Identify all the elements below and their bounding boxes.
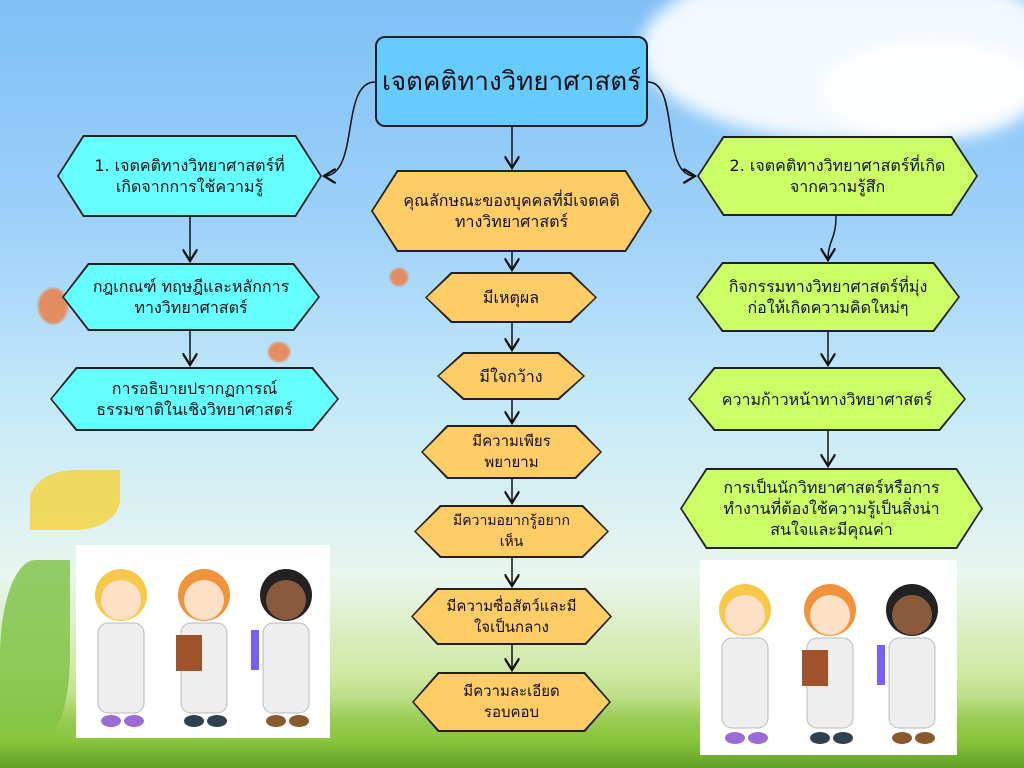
- left-node-2: กฎเกณฑ์ ทฤษฎีและหลักการทางวิทยาศาสตร์: [62, 263, 320, 331]
- right-node-1: 2. เจตคติทางวิทยาศาสตร์ที่เกิดจากความรู้…: [697, 136, 978, 216]
- left-node-3: การอธิบายปรากฏการณ์ธรรมชาติในเชิงวิทยาศา…: [50, 367, 339, 431]
- right-node-label: ความก้าวหน้าทางวิทยาศาสตร์: [721, 389, 933, 409]
- middle-node-label: มีความละเอียดรอบคอบ: [463, 682, 560, 721]
- cloud: [820, 40, 1024, 140]
- root-label: เจตคติทางวิทยาศาสตร์: [381, 67, 642, 97]
- right-node-label: 2. เจตคติทางวิทยาศาสตร์ที่เกิดจากความรู้…: [729, 156, 946, 196]
- scientist-kids-image: [700, 560, 957, 755]
- middle-node-5: มีความอยากรู้อยากเห็น: [414, 505, 609, 558]
- middle-node-3: มีใจกว้าง: [437, 352, 585, 400]
- root-node: เจตคติทางวิทยาศาสตร์: [375, 36, 648, 127]
- petal: [390, 268, 408, 286]
- left-node-label: 1. เจตคติทางวิทยาศาสตร์ที่เกิดจากการใช้ค…: [94, 156, 285, 196]
- middle-node-1: คุณลักษณะของบุคคลที่มีเจตคติทางวิทยาศาสต…: [371, 170, 652, 252]
- left-node-1: 1. เจตคติทางวิทยาศาสตร์ที่เกิดจากการใช้ค…: [57, 135, 322, 217]
- kids-illustration: [95, 569, 312, 727]
- left-node-label: กฎเกณฑ์ ทฤษฎีและหลักการทางวิทยาศาสตร์: [92, 277, 290, 317]
- left-node-label: การอธิบายปรากฏการณ์ธรรมชาติในเชิงวิทยาศา…: [96, 379, 293, 419]
- right-node-label: กิจกรรมทางวิทยาศาสตร์ที่มุ่งก่อให้เกิดคว…: [728, 277, 928, 317]
- kids-illustration: [719, 584, 938, 744]
- middle-node-4: มีความเพียรพยายาม: [421, 425, 602, 479]
- scientist-kids-image: [76, 545, 330, 738]
- middle-node-label: มีความเพียรพยายาม: [472, 432, 551, 471]
- middle-node-label: มีใจกว้าง: [479, 366, 543, 386]
- right-node-4: การเป็นนักวิทยาศาสตร์หรือการทำงานที่ต้อง…: [680, 468, 983, 549]
- middle-node-2: มีเหตุผล: [425, 272, 597, 323]
- right-node-3: ความก้าวหน้าทางวิทยาศาสตร์: [688, 367, 966, 431]
- right-node-2: กิจกรรมทางวิทยาศาสตร์ที่มุ่งก่อให้เกิดคว…: [696, 262, 960, 332]
- middle-node-label: มีความอยากรู้อยากเห็น: [453, 512, 570, 550]
- leaf: [30, 470, 120, 530]
- middle-node-6: มีความซื่อสัตว์และมีใจเป็นกลาง: [411, 588, 612, 645]
- middle-node-7: มีความละเอียดรอบคอบ: [412, 672, 611, 732]
- right-node-label: การเป็นนักวิทยาศาสตร์หรือการทำงานที่ต้อง…: [723, 478, 940, 539]
- middle-node-label: มีความซื่อสัตว์และมีใจเป็นกลาง: [446, 596, 577, 636]
- middle-node-label: มีเหตุผล: [482, 288, 540, 307]
- middle-node-label: คุณลักษณะของบุคคลที่มีเจตคติทางวิทยาศาสต…: [403, 191, 620, 231]
- petal: [268, 342, 290, 362]
- petal: [38, 288, 68, 324]
